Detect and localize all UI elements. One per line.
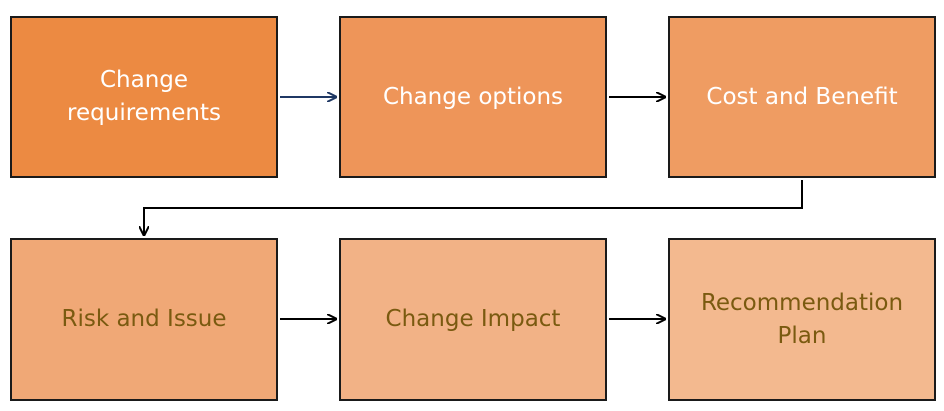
box-label-line: Plan: [777, 322, 827, 349]
box-label-line: Change Impact: [385, 306, 561, 332]
box-label-line: Change options: [382, 83, 564, 110]
box-label-line: requirements: [67, 100, 221, 126]
box-recommendation-plan: Recommendation Plan: [668, 238, 936, 401]
box-label-line: Change: [99, 67, 189, 93]
box-label-line: Risk and Issue: [61, 306, 227, 332]
box-label-line: Recommendation: [700, 289, 904, 316]
box-cost-and-benefit: Cost and Benefit: [668, 16, 936, 178]
box-change-impact: Change Impact: [339, 238, 607, 401]
arrow-cost-to-risk: [144, 180, 803, 235]
box-label-line: Cost and Benefit: [706, 83, 898, 110]
box-change-options: Change options: [339, 16, 607, 178]
box-risk-and-issue: Risk and Issue: [10, 238, 278, 401]
box-change-requirements: Change requirements: [10, 16, 278, 178]
